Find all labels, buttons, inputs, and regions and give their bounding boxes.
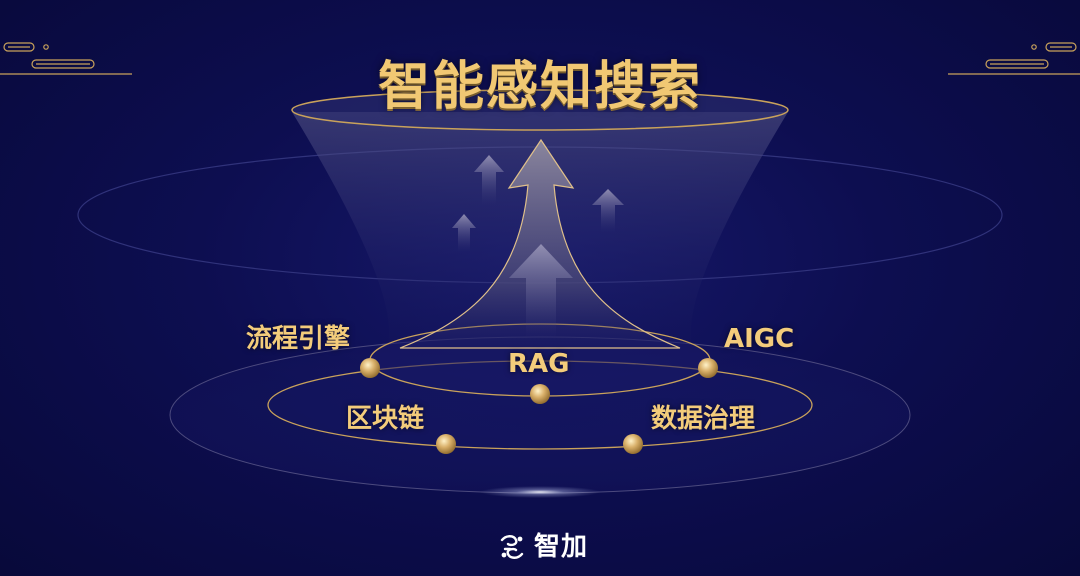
orb-rag — [530, 384, 550, 404]
side-arrow-left-lower — [452, 214, 476, 252]
brand-footer: 智加 — [496, 530, 588, 564]
funnel-top-ring — [291, 89, 789, 131]
brand-name: 智加 — [534, 532, 589, 562]
orb-aigc — [698, 358, 718, 378]
side-arrow-left-upper — [474, 155, 504, 205]
orb-data-governance — [623, 434, 643, 454]
label-rag: RAG — [508, 349, 570, 379]
orb-process-engine — [360, 358, 380, 378]
label-data-governance: 数据治理 — [651, 404, 756, 434]
cloud-pattern-ornament-icon — [948, 42, 1080, 75]
zhijia-logo-icon — [500, 535, 524, 559]
cloud-pattern-ornament-icon — [0, 42, 132, 75]
label-aigc: AIGC — [724, 324, 795, 354]
main-arrow — [399, 138, 681, 349]
slide-title: 智能感知搜索 — [377, 57, 702, 117]
label-process-engine: 流程引擎 — [246, 324, 351, 354]
orb-blockchain — [436, 434, 456, 454]
center-arrow — [509, 244, 573, 338]
side-arrow-right — [592, 189, 624, 232]
label-blockchain: 区块链 — [346, 404, 425, 434]
base-glow — [480, 486, 600, 498]
